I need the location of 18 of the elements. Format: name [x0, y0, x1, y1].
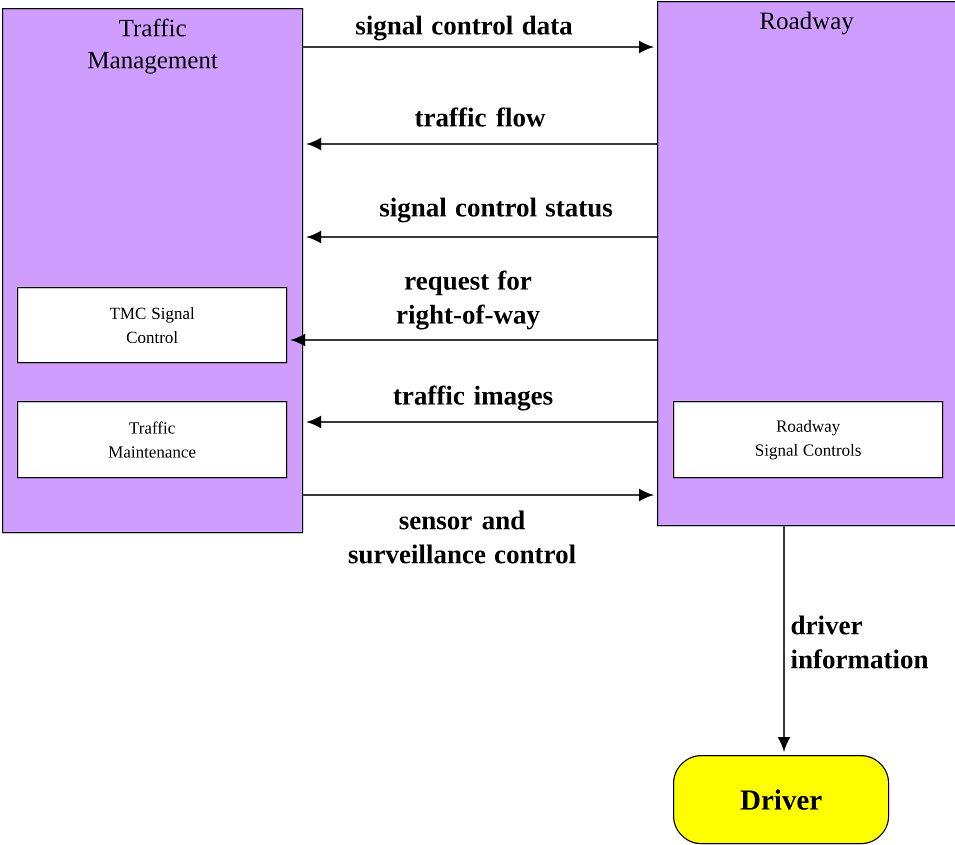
- arrow: [778, 526, 790, 750]
- edge-label: sensor and surveillance control: [348, 510, 576, 564]
- edge-label: traffic images: [393, 386, 552, 410]
- arrow: [308, 231, 657, 243]
- edge-label: request for right-of-way: [396, 270, 540, 330]
- arrow: [303, 41, 652, 53]
- arrow: [308, 138, 657, 150]
- edge-label: driver information: [791, 616, 928, 668]
- subsystem-box: TMC Signal Control: [17, 287, 288, 364]
- arrow: [303, 489, 652, 501]
- subsystem-box: Traffic Maintenance: [17, 401, 288, 478]
- subsystem-box: Roadway Signal Controls: [673, 401, 944, 478]
- arrow: [292, 334, 657, 346]
- edge-label: signal control data: [356, 16, 572, 40]
- arrow: [308, 416, 657, 428]
- edge-label: signal control status: [380, 198, 612, 222]
- terminator-box: Driver: [673, 755, 890, 844]
- edge-label: traffic flow: [414, 107, 546, 127]
